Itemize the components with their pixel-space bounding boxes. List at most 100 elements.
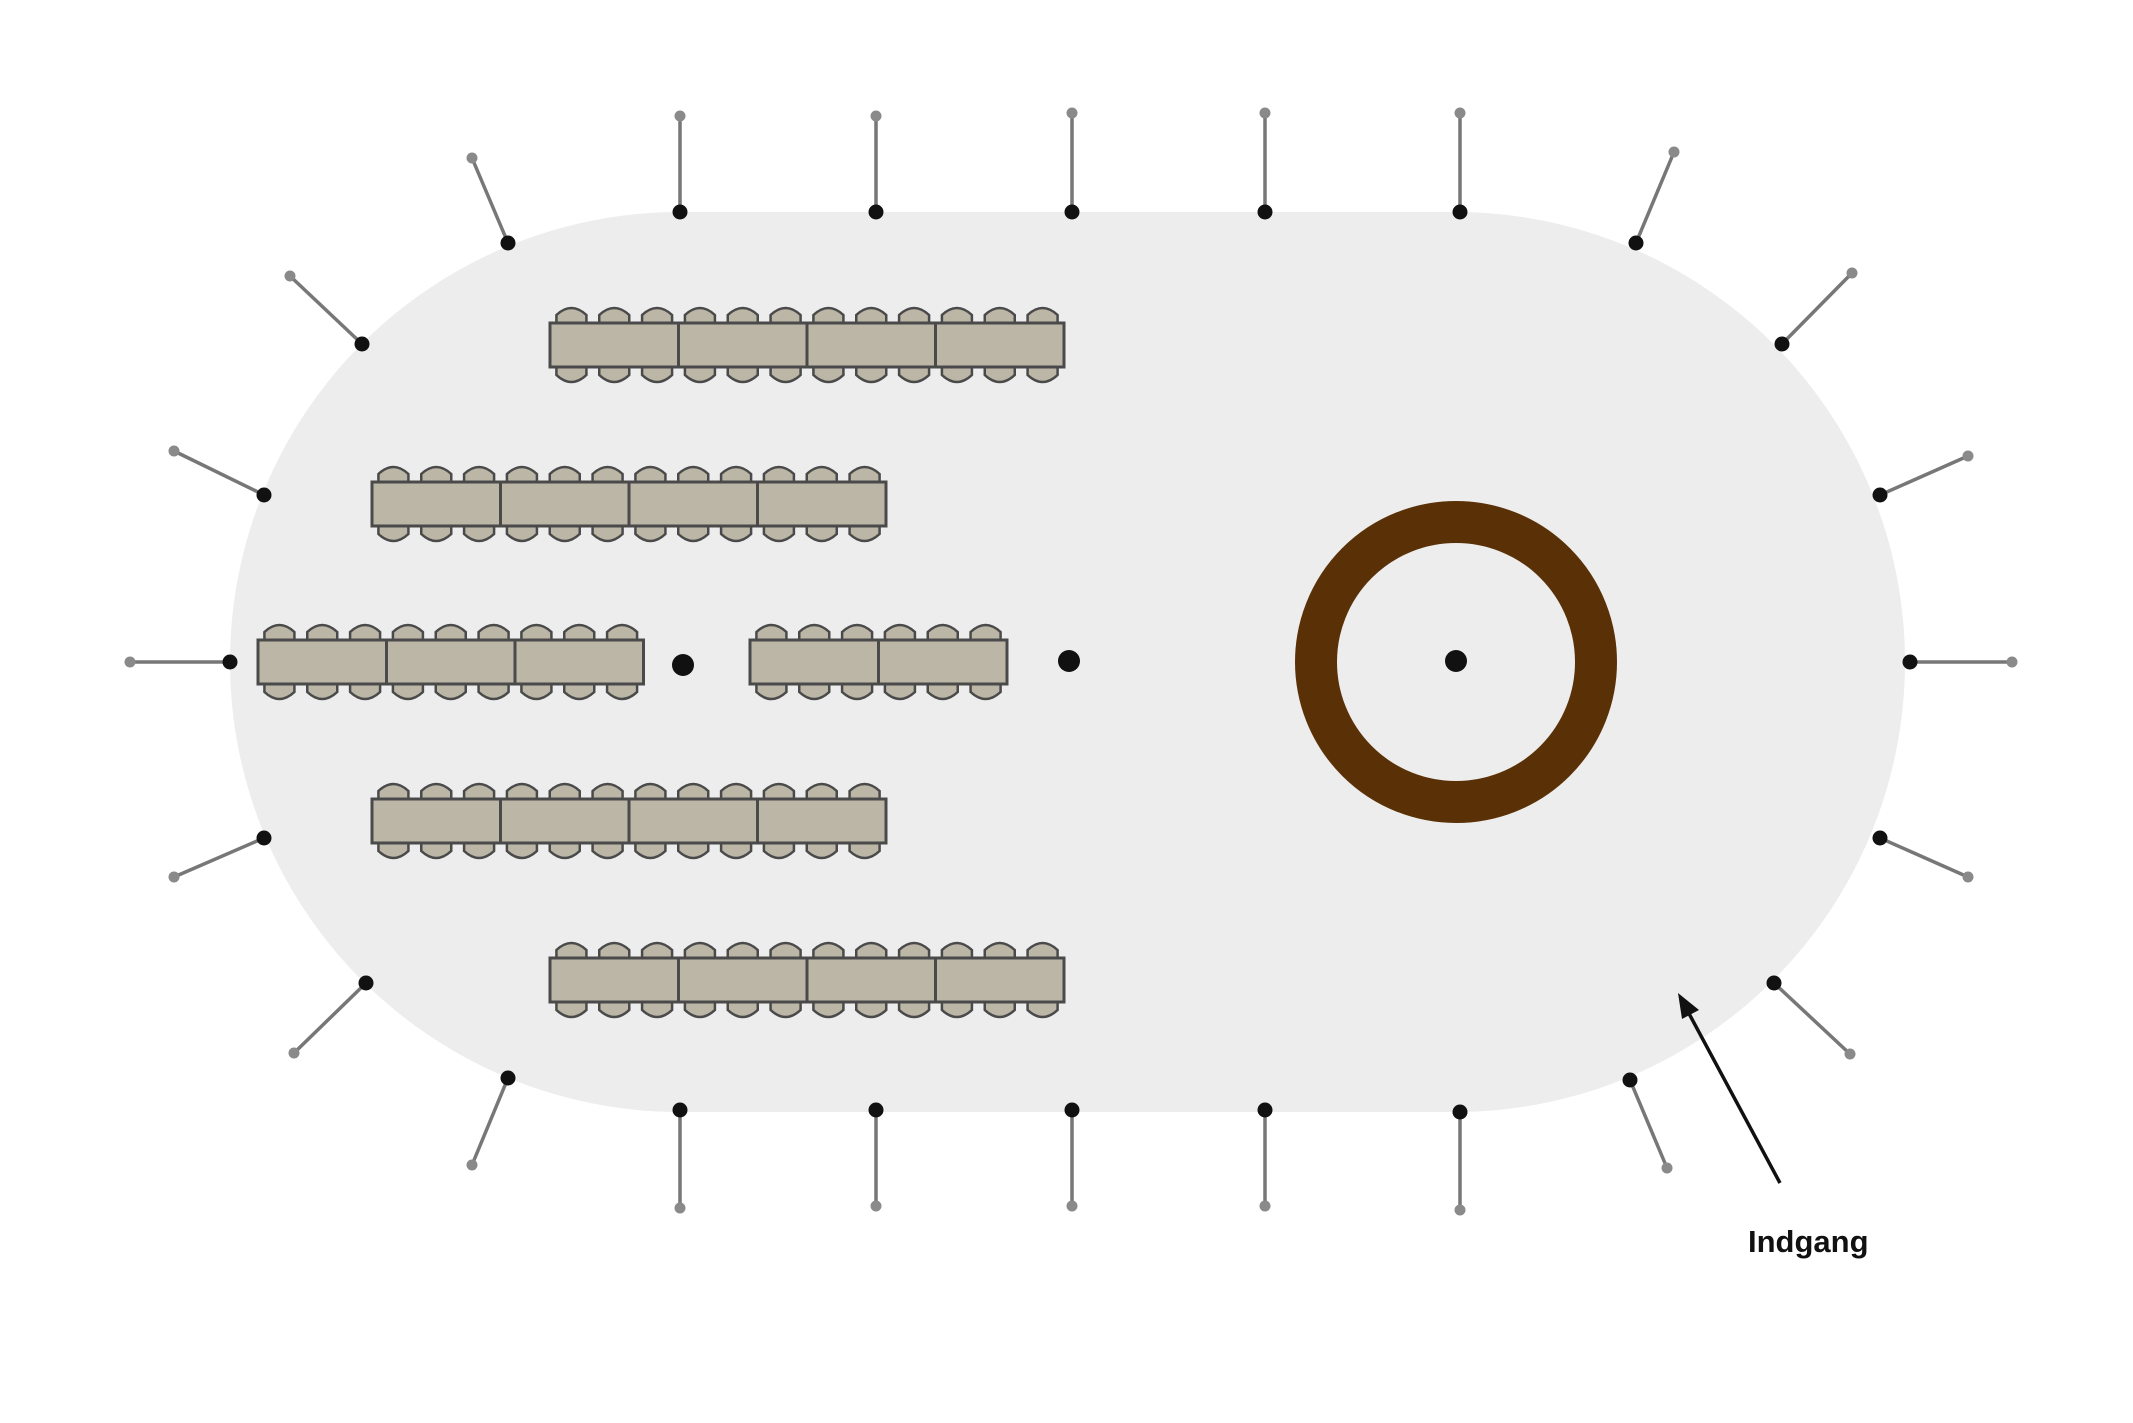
tent-pole-icon (868, 1102, 884, 1118)
table (513, 638, 645, 686)
chair-icon (683, 363, 717, 384)
chair-icon (591, 782, 624, 803)
chair-icon (940, 998, 974, 1019)
chair-icon (555, 941, 588, 962)
tent-pole-icon (1872, 830, 1888, 846)
stake-icon (168, 871, 180, 883)
chair-icon (769, 941, 802, 962)
chair-icon (848, 782, 881, 803)
chair-icon (683, 941, 717, 962)
chair-icon (677, 839, 710, 860)
chair-icon (548, 839, 581, 860)
chair-icon (640, 363, 674, 384)
table (499, 480, 631, 528)
chair-icon (1026, 306, 1059, 327)
table (385, 638, 517, 686)
tent-pole-icon (1452, 204, 1468, 220)
chair-icon (640, 998, 674, 1019)
tent-pole-icon (1257, 204, 1273, 220)
chair-icon (306, 680, 339, 701)
table (934, 321, 1066, 369)
chair-icon (855, 306, 888, 327)
chair-icon (769, 306, 802, 327)
table (677, 956, 809, 1004)
chair-icon (762, 522, 796, 543)
tent-pole-icon (1774, 336, 1790, 352)
tent-pole-icon (1902, 654, 1918, 670)
guy-rope-icon (1628, 1079, 1669, 1169)
table (256, 638, 388, 686)
stake-icon (870, 110, 882, 122)
stake-icon (1259, 107, 1271, 119)
stake-icon (284, 270, 296, 282)
chair-icon (983, 998, 1016, 1019)
chair-icon (434, 680, 467, 701)
chair-icon (897, 306, 931, 327)
tent-pole-icon (354, 336, 370, 352)
chair-icon (591, 522, 624, 543)
table-row (256, 623, 645, 701)
tent-pole-icon (672, 204, 688, 220)
table (748, 638, 880, 686)
chair-icon (598, 941, 631, 962)
stake-icon (1846, 267, 1858, 279)
stake-icon (674, 1202, 686, 1214)
stake-icon (124, 656, 136, 668)
guy-rope-icon (470, 1077, 510, 1166)
chair-icon (755, 623, 788, 644)
chair-icon (598, 363, 631, 384)
chair-icon (683, 998, 717, 1019)
stake-icon (1661, 1162, 1673, 1174)
chair-icon (848, 522, 881, 543)
chair-icon (969, 680, 1002, 701)
chair-icon (420, 465, 453, 486)
chair-icon (798, 680, 831, 701)
table (877, 638, 1009, 686)
table (370, 480, 502, 528)
table-row (370, 782, 888, 860)
chair-icon (306, 623, 339, 644)
chair-icon (812, 941, 845, 962)
chair-icon (605, 680, 639, 701)
chair-icon (855, 363, 888, 384)
chair-icon (940, 306, 974, 327)
table (756, 480, 888, 528)
tent-pole-icon (1452, 1104, 1468, 1120)
chair-icon (683, 306, 717, 327)
chair-icon (726, 363, 759, 384)
chair-icon (420, 522, 453, 543)
table-row (548, 306, 1066, 384)
chair-icon (769, 998, 802, 1019)
chair-icon (677, 522, 710, 543)
chair-icon (805, 782, 838, 803)
chair-icon (855, 941, 888, 962)
chair-icon (897, 998, 931, 1019)
chair-icon (634, 522, 667, 543)
table (627, 480, 759, 528)
center-features (672, 501, 1617, 823)
tent-pole-icon (256, 830, 272, 846)
stake-icon (1844, 1048, 1856, 1060)
chair-icon (377, 465, 410, 486)
chair-icon (897, 363, 931, 384)
chair-icon (605, 623, 639, 644)
chair-icon (555, 306, 588, 327)
tent-pole-icon (672, 1102, 688, 1118)
tent-pole-icon (1622, 1072, 1638, 1088)
chair-icon (812, 363, 845, 384)
stake-icon (466, 1159, 478, 1171)
chair-icon (762, 465, 796, 486)
entrance-arrow (1678, 993, 1782, 1184)
chair-icon (719, 839, 753, 860)
chair-icon (677, 465, 710, 486)
chair-icon (348, 680, 382, 701)
chair-icon (377, 522, 410, 543)
tent-pole-icon (868, 204, 884, 220)
chair-icon (677, 782, 710, 803)
chair-icon (926, 680, 959, 701)
chair-icon (477, 623, 510, 644)
chair-icon (591, 465, 624, 486)
guy-rope-icon (292, 981, 368, 1055)
center-pole-icon (672, 654, 694, 676)
